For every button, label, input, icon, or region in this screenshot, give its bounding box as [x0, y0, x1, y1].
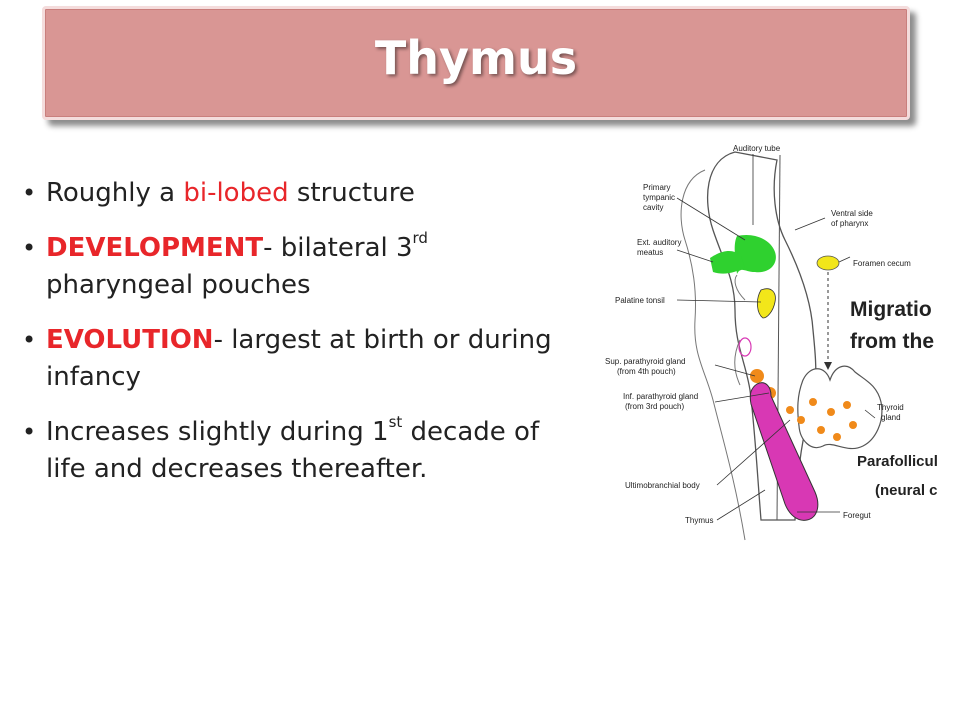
bullet-highlight: DEVELOPMENT: [46, 233, 264, 263]
parafollicular-dot: [809, 398, 817, 406]
parafollicular-dot: [797, 416, 805, 424]
pouch-outline: [734, 339, 741, 386]
parafollicular-dot: [849, 421, 857, 429]
auditory-meatus-shape: [710, 251, 745, 274]
bullet-text: Increases slightly during 1: [46, 417, 389, 447]
label-primary-tympanic: Primary: [643, 183, 671, 192]
pharynx-wall: [680, 169, 746, 541]
label-primary-tympanic: tympanic: [643, 193, 675, 202]
label-thymus: Thymus: [685, 516, 713, 525]
label-sup-parathyroid: (from 4th pouch): [617, 367, 676, 376]
label-ultimobranchial: Ultimobranchial body: [625, 481, 700, 490]
bullet-list: • Roughly a bi-lobed structure • DEVELOP…: [22, 175, 582, 506]
parafollicular-dot: [817, 426, 825, 434]
bullet-item: • EVOLUTION- largest at birth or during …: [22, 322, 582, 396]
label-ventral-side: Ventral side: [831, 209, 873, 218]
pouch-ring: [738, 337, 752, 357]
bullet-highlight: EVOLUTION: [46, 325, 214, 355]
label-palatine-tonsil: Palatine tonsil: [615, 296, 665, 305]
superscript: rd: [412, 229, 428, 247]
parafollicular-dot: [833, 433, 841, 441]
bullet-text: - bilateral 3: [263, 233, 413, 263]
bullet-text: structure: [288, 178, 415, 208]
title-bar: Thymus: [42, 6, 910, 120]
label-parafollicular: Parafollicul: [857, 453, 938, 470]
label-inf-parathyroid: (from 3rd pouch): [625, 402, 684, 411]
sup-parathyroid-dot: [750, 369, 764, 383]
thymus-shape: [749, 382, 819, 521]
bullet-item: • Increases slightly during 1st decade o…: [22, 414, 582, 488]
palatine-tonsil-shape: [757, 288, 776, 319]
label-thyroid: Thyroid: [877, 403, 904, 412]
label-migration: from the: [850, 330, 934, 353]
bullet-text: pharyngeal pouches: [46, 270, 311, 300]
bullet-text: - largest at birth or during infancy: [46, 325, 552, 392]
migration-arrowhead: [824, 362, 832, 370]
label-auditory-tube: Auditory tube: [733, 144, 781, 153]
label-ext-auditory: Ext. auditory: [637, 238, 681, 247]
bullet-text: decade of life and decreases thereafter.: [46, 417, 540, 484]
label-sup-parathyroid: Sup. parathyroid gland: [605, 357, 686, 366]
thymus-migration-diagram: Auditory tube Primary tympanic cavity Ex…: [585, 140, 945, 560]
parafollicular-dot: [827, 408, 835, 416]
parafollicular-dot: [786, 406, 794, 414]
label-migration: Migratio: [850, 298, 932, 321]
label-thyroid: gland: [881, 413, 901, 422]
label-parafollicular: (neural c: [875, 482, 938, 499]
label-primary-tympanic: cavity: [643, 203, 663, 212]
superscript: st: [388, 413, 403, 431]
label-ventral-side: of pharynx: [831, 219, 868, 228]
tympanic-cavity-shape: [734, 234, 776, 274]
bullet-item: • Roughly a bi-lobed structure: [22, 175, 582, 212]
bullet-icon: •: [22, 326, 37, 354]
bullet-icon: •: [22, 418, 37, 446]
bullet-icon: •: [22, 179, 37, 207]
pouch-outline: [734, 274, 746, 301]
label-foregut: Foregut: [843, 511, 871, 520]
label-ext-auditory: meatus: [637, 248, 663, 257]
bullet-highlight: bi-lobed: [183, 178, 289, 208]
bullet-text: Roughly a: [46, 178, 184, 208]
parafollicular-dot: [843, 401, 851, 409]
label-foramen-cecum: Foramen cecum: [853, 259, 911, 268]
bullet-item: • DEVELOPMENT- bilateral 3rd pharyngeal …: [22, 230, 582, 304]
leader-lines: [676, 154, 876, 521]
foramen-cecum-shape: [816, 255, 840, 271]
slide-title: Thymus: [374, 31, 578, 85]
label-inf-parathyroid: Inf. parathyroid gland: [623, 392, 698, 401]
bullet-icon: •: [22, 234, 37, 262]
